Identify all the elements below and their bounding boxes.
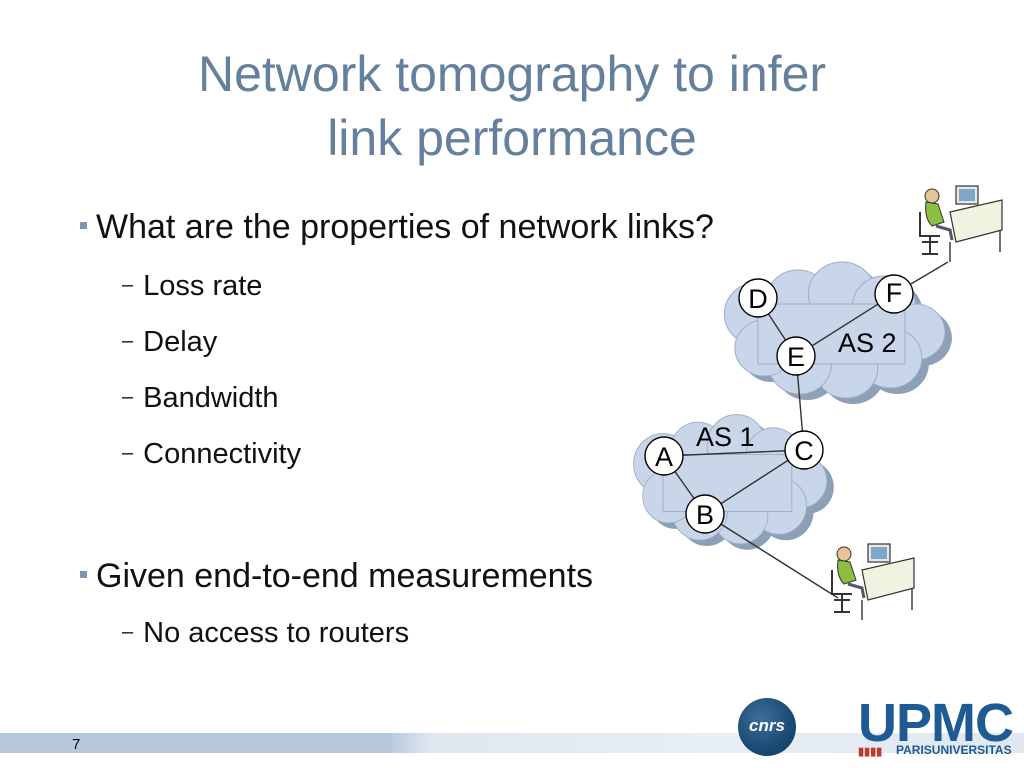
node-d: D	[738, 278, 778, 318]
slide-title: Network tomography to infer link perform…	[0, 42, 1024, 170]
bullet-marker-icon	[80, 570, 87, 578]
sub-item-text: Connectivity	[143, 438, 302, 470]
node-a: A	[644, 436, 684, 476]
upmc-logo-marks-icon: ▮▮▮▮	[858, 746, 883, 758]
upmc-logo: UPMC ▮▮▮▮ PARISUNIVERSITAS	[858, 693, 1014, 762]
as2-label: AS 2	[838, 328, 897, 358]
cnrs-logo: cnrs	[738, 698, 796, 756]
link-b-user-bottom	[704, 513, 839, 599]
title-line-2: link performance	[327, 110, 697, 166]
node-b: B	[685, 494, 725, 534]
node-f: F	[874, 274, 914, 314]
node-a-label: A	[655, 442, 673, 472]
sub-item-text: Delay	[143, 326, 218, 358]
node-c-label: C	[794, 436, 814, 466]
cnrs-logo-text: cnrs	[749, 716, 785, 735]
bullet-properties: What are the properties of network links…	[80, 208, 714, 247]
sub-item-text: Loss rate	[143, 270, 263, 302]
title-line-1: Network tomography to infer	[197, 46, 827, 102]
dash-marker: –	[122, 386, 134, 408]
bullet-measurements: Given end-to-end measurements	[80, 557, 593, 596]
dash-marker: –	[122, 621, 134, 643]
sub-item-text: No access to routers	[143, 617, 410, 649]
node-e: E	[776, 336, 816, 376]
sub-item-loss-rate: –Loss rate	[122, 270, 262, 303]
sub-item-bandwidth: –Bandwidth	[122, 382, 279, 415]
bullet-marker-icon	[80, 221, 87, 229]
node-f-label: F	[886, 278, 903, 308]
computer-user-icon	[919, 185, 1003, 262]
as1-label: AS 1	[696, 422, 755, 452]
bullet-text: What are the properties of network links…	[96, 208, 714, 246]
bullet-text: Given end-to-end measurements	[96, 557, 594, 595]
upmc-logo-word: UPMC	[858, 693, 1014, 753]
node-b-label: B	[696, 500, 714, 530]
bullet-list: What are the properties of network links…	[80, 0, 840, 700]
upmc-logo-subtitle: PARISUNIVERSITAS	[896, 743, 1012, 757]
sub-item-no-access: –No access to routers	[122, 617, 409, 650]
node-c: C	[784, 430, 824, 470]
sub-item-delay: –Delay	[122, 326, 217, 359]
dash-marker: –	[122, 330, 134, 352]
sub-item-text: Bandwidth	[143, 382, 279, 414]
node-d-label: D	[748, 284, 768, 314]
dash-marker: –	[122, 442, 134, 464]
computer-user-icon	[831, 543, 915, 620]
link-a-c	[663, 449, 805, 457]
page-number: 7	[72, 736, 81, 753]
node-e-label: E	[787, 342, 805, 372]
sub-item-connectivity: –Connectivity	[122, 438, 301, 471]
dash-marker: –	[122, 274, 134, 296]
